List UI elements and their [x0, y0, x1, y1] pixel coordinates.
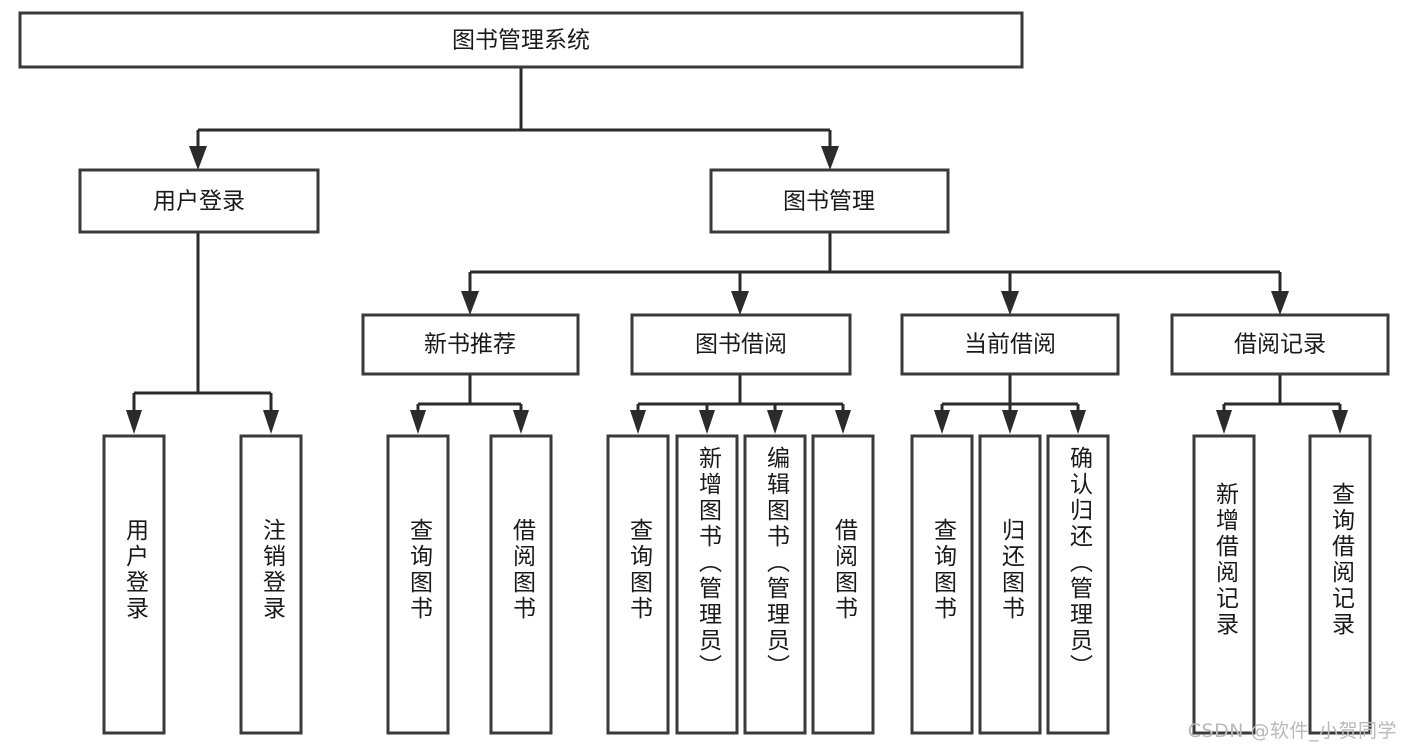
arrow-head-leaf-user-login [126, 410, 142, 434]
arrow-head-book-borrow [731, 291, 749, 315]
arrow-head-leaf-borrow-book-2 [835, 410, 851, 434]
leaf-box-query-book-2[interactable] [606, 434, 670, 735]
leaf-box-add-book[interactable] [675, 434, 739, 735]
arrow-head-leaf-confirm-return [1070, 410, 1086, 434]
leaf-box-query-book-1[interactable] [386, 434, 450, 735]
connector-group-current-borrow [934, 374, 1086, 434]
node-book-borrow-label: 图书借阅 [695, 332, 787, 358]
leaf-box-edit-book[interactable] [743, 434, 807, 735]
arrow-head-leaf-add-book [699, 410, 715, 434]
node-new-book-recommend[interactable] [361, 313, 580, 376]
node-root[interactable] [18, 11, 1024, 69]
arrow-head-user-login [189, 146, 207, 170]
node-book-manage[interactable] [709, 168, 950, 234]
arrow-head-leaf-query-book-2 [630, 410, 646, 434]
node-user-login[interactable] [78, 168, 320, 234]
arrow-head-leaf-user-logout [263, 410, 279, 434]
leaf-box-user-login[interactable] [102, 434, 166, 735]
node-book-borrow[interactable] [630, 313, 852, 376]
arrow-head-current-borrow [1001, 291, 1019, 315]
leaf-box-confirm-return[interactable] [1046, 434, 1110, 735]
leaf-box-add-record[interactable] [1192, 434, 1256, 735]
node-root-label: 图书管理系统 [452, 28, 590, 54]
arrow-head-leaf-add-record [1216, 410, 1232, 434]
node-current-borrow[interactable] [900, 313, 1120, 376]
arrow-head-leaf-query-record [1332, 410, 1348, 434]
node-book-manage-label: 图书管理 [783, 189, 875, 215]
leaf-box-borrow-book-1[interactable] [489, 434, 553, 735]
connector-group-borrow-record [1216, 374, 1348, 434]
arrow-head-leaf-return-book [1002, 410, 1018, 434]
arrow-head-leaf-query-book-1 [410, 410, 426, 434]
node-current-borrow-label: 当前借阅 [964, 332, 1056, 358]
arrow-head-leaf-borrow-book-1 [513, 410, 529, 434]
arrow-head-leaf-query-book-3 [934, 410, 950, 434]
leaf-box-return-book[interactable] [978, 434, 1042, 735]
arrow-head-new-book-recommend [461, 291, 479, 315]
leaf-box-query-book-3[interactable] [910, 434, 974, 735]
node-user-login-label: 用户登录 [153, 189, 245, 215]
connector-group-book-borrow [630, 374, 851, 434]
connector-group-root [189, 67, 839, 170]
arrow-head-leaf-edit-book [767, 410, 783, 434]
connector-group-book-manage [461, 232, 1289, 315]
connector-group-new-book-recommend [410, 374, 529, 434]
arrow-head-book-manage [821, 146, 839, 170]
connector-group-user-login [126, 232, 279, 434]
arrow-head-borrow-record [1271, 291, 1289, 315]
node-borrow-record[interactable] [1170, 313, 1390, 376]
leaf-box-user-logout[interactable] [239, 434, 303, 735]
node-borrow-record-label: 借阅记录 [1234, 332, 1326, 358]
leaf-box-query-record[interactable] [1308, 434, 1372, 735]
csdn-watermark: CSDN @软件_小贺同学 [1187, 720, 1397, 742]
node-new-book-recommend-label: 新书推荐 [424, 332, 516, 358]
leaf-box-borrow-book-2[interactable] [811, 434, 875, 735]
